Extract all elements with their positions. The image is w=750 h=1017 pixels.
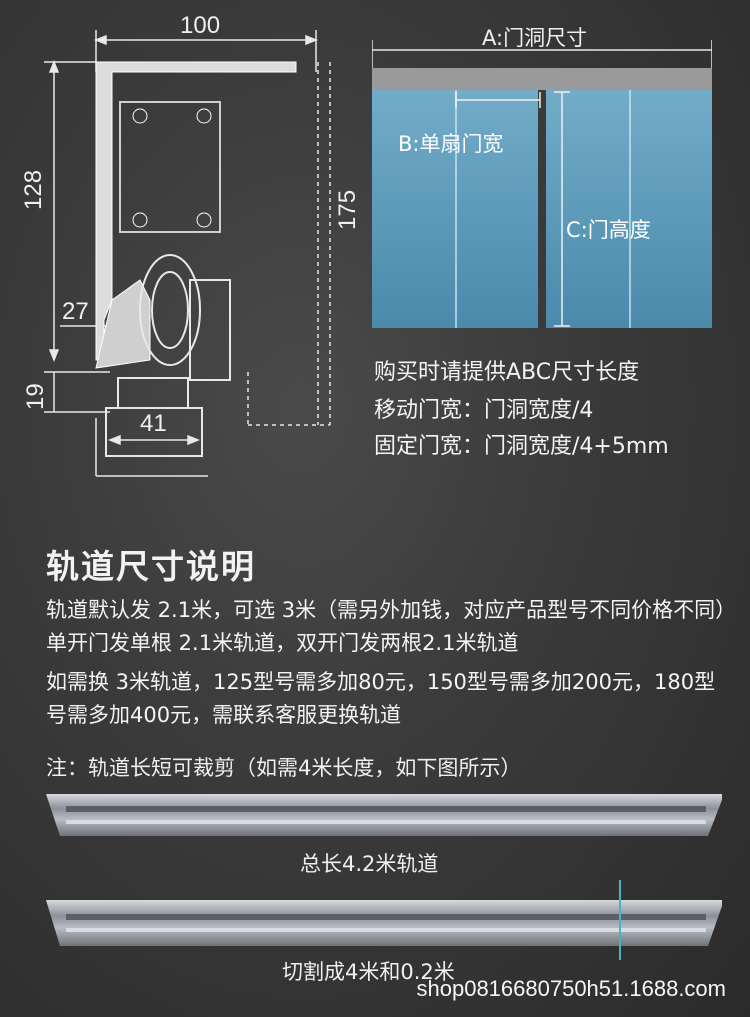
label-b: B:单扇门宽 (398, 132, 504, 156)
watermark: shop0816680750h51.1688.com (416, 976, 727, 1001)
paragraph-1: 轨道默认发 2.1米，可选 3米（需另外加钱，对应产品型号不同价格不同）单开门发… (46, 598, 726, 655)
profile-drawing: 100 128 175 27 19 41 (0, 0, 361, 490)
door-diagram-svg (371, 40, 713, 328)
rail-full-svg (46, 794, 722, 836)
dim-inner-label: 27 (62, 298, 89, 325)
label-c: C:门高度 (566, 218, 651, 242)
info-line-2: 移动门宽：门洞宽度/4 (374, 398, 594, 423)
info-line-1: 购买时请提供ABC尺寸长度 (374, 360, 640, 385)
label-a: A:门洞尺寸 (482, 26, 588, 50)
info-line-3: 固定门宽：门洞宽度/4+5mm (374, 434, 669, 459)
rail-caption-2: 切割成4米和0.2米 (282, 960, 455, 984)
section-title: 轨道尺寸说明 (46, 547, 256, 586)
dim-right-height-label: 175 (334, 189, 361, 230)
dim-left-height-label: 128 (20, 169, 47, 210)
profile-drawing-svg (44, 30, 331, 477)
door-diagram: A:门洞尺寸 B:单扇门宽 C:门高度 (371, 0, 713, 340)
rail-cut (46, 880, 722, 960)
rail-full (46, 792, 722, 844)
rail-caption-1: 总长4.2米轨道 (300, 852, 439, 876)
dim-bottom-label: 41 (140, 410, 167, 437)
paragraph-2: 如需换 3米轨道，125型号需多加80元，150型号需多加200元，180型号需… (46, 670, 716, 727)
rail-cut-svg (46, 880, 722, 960)
dim-top-label: 100 (180, 12, 221, 39)
dim-bottom-left-label: 19 (22, 383, 49, 410)
note-text: 注：轨道长短可裁剪（如需4米长度，如下图所示） (46, 756, 522, 780)
header-bar (372, 68, 712, 90)
